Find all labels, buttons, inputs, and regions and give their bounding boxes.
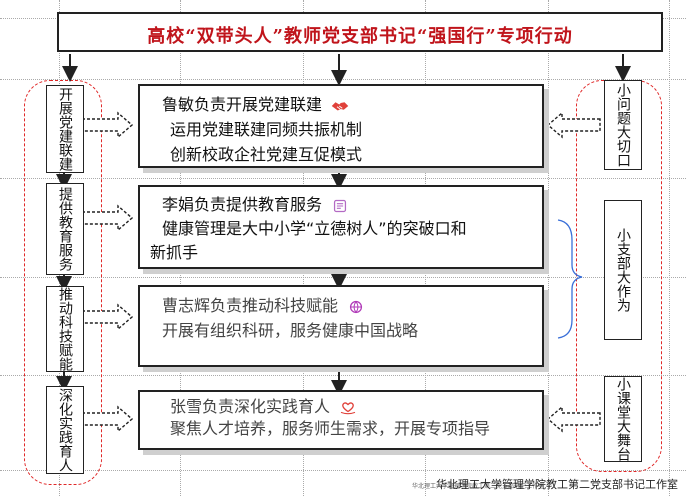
content-3-line-1: 曹志辉负责推动科技赋能 [150,293,532,318]
left-step-3-label: 推动科技赋能 [57,287,73,371]
content-1-line-2: 运用党建联建同频共振机制 [170,120,363,139]
content-4-line-2: 聚焦人才培养，服务师生需求，开展专项指导 [170,419,491,438]
content-2-line-2: 健康管理是大中小学“立德树人”的突破口和 [162,219,467,238]
left-step-1-label: 开展党建联建 [57,87,73,171]
handshake-icon [331,101,349,110]
left-step-2: 提供教育服务 [46,183,84,275]
right-label-2: 小支部大作为 [604,200,642,340]
content-1-line-1: 鲁敏负责开展党建联建 [150,92,532,117]
content-2-line-3: 新抓手 [150,243,199,262]
content-3-line-2: 开展有组织科研，服务健康中国战略 [162,321,419,340]
content-block-1: 鲁敏负责开展党建联建 运用党建联建同频共振机制 创新校政企社党建互促模式 [138,84,544,168]
content-block-2: 李娟负责提供教育服务 健康管理是大中小学“立德树人”的突破口和 新抓手 [138,185,544,269]
blue-brace [557,219,583,339]
left-step-2-label: 提供教育服务 [57,187,73,271]
right-label-2-text: 小支部大作为 [615,228,631,312]
right-to-middle-arrows [546,111,601,433]
title-box: 高校“双带头人”教师党支部书记“强国行”专项行动 [57,12,663,52]
page-title: 高校“双带头人”教师党支部书记“强国行”专项行动 [147,26,573,47]
title-down-arrows [62,54,631,86]
right-label-1: 小问题大切口 [604,80,642,170]
content-block-4: 张雪负责深化实践育人 聚焦人才培养，服务师生需求，开展专项指导 [138,390,544,450]
right-label-3-text: 小课堂大舞台 [615,377,631,461]
content-2-line-1: 李娟负责提供教育服务 [150,193,532,217]
left-step-4: 深化实践育人 [46,386,84,474]
heart-hand-icon [340,401,356,414]
left-to-middle-arrows [81,111,134,433]
globe-icon [350,300,363,313]
content-4-line-1: 张雪负责深化实践育人 [150,396,532,418]
left-step-4-label: 深化实践育人 [57,388,73,472]
content-block-3: 曹志辉负责推动科技赋能 开展有组织科研，服务健康中国战略 [138,285,544,367]
right-label-3: 小课堂大舞台 [604,376,642,462]
footer-text: 华北理工大学管理学院教工第二党支部书记工作室 [436,478,678,491]
content-1-line-3: 创新校政企社党建互促模式 [170,145,363,164]
left-step-1: 开展党建联建 [46,85,84,173]
right-label-1-text: 小问题大切口 [615,83,631,167]
left-step-3: 推动科技赋能 [46,286,84,372]
footer-small-text: 华北理工大学管理学院教工第二党支部书记工作室 [412,483,545,490]
book-icon [334,199,347,212]
